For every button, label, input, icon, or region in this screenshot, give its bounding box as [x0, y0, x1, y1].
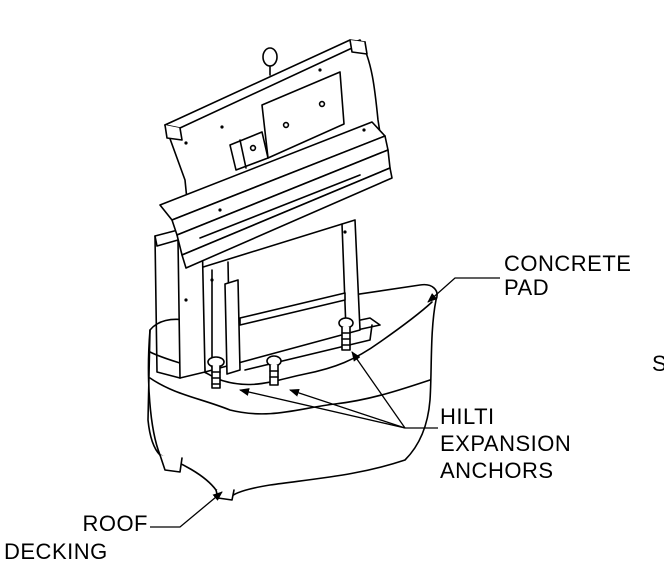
- lifting-eye: [262, 47, 278, 76]
- concrete-pad-label-line1: CONCRETE: [504, 251, 632, 276]
- hilti-label-line3: ANCHORS: [440, 458, 554, 483]
- hilti-leader-2: [289, 389, 406, 429]
- roof-decking-leader: [150, 491, 223, 528]
- concrete-pad-leader: [427, 277, 500, 303]
- strut-channel: [159, 121, 393, 269]
- hilti-leader-3: [351, 351, 406, 429]
- anchor-bolt-3: [338, 317, 354, 351]
- mounting-bracket: [229, 71, 345, 171]
- inner-post: [224, 279, 241, 375]
- anchor-bolt-2: [266, 355, 282, 386]
- bolt-holes: [184, 68, 366, 302]
- roof-decking-label-line2: DECKING: [4, 539, 108, 564]
- clipped-label-fragment: S: [652, 351, 664, 376]
- hilti-label-line2: EXPANSION: [440, 431, 572, 456]
- anchor-bolt-1: [207, 356, 225, 389]
- concrete-pad-label-line2: PAD: [504, 275, 550, 300]
- top-rail: [164, 39, 368, 141]
- hilti-label-line1: HILTI: [440, 404, 495, 429]
- roof-decking-label-line1: ROOF: [82, 511, 148, 536]
